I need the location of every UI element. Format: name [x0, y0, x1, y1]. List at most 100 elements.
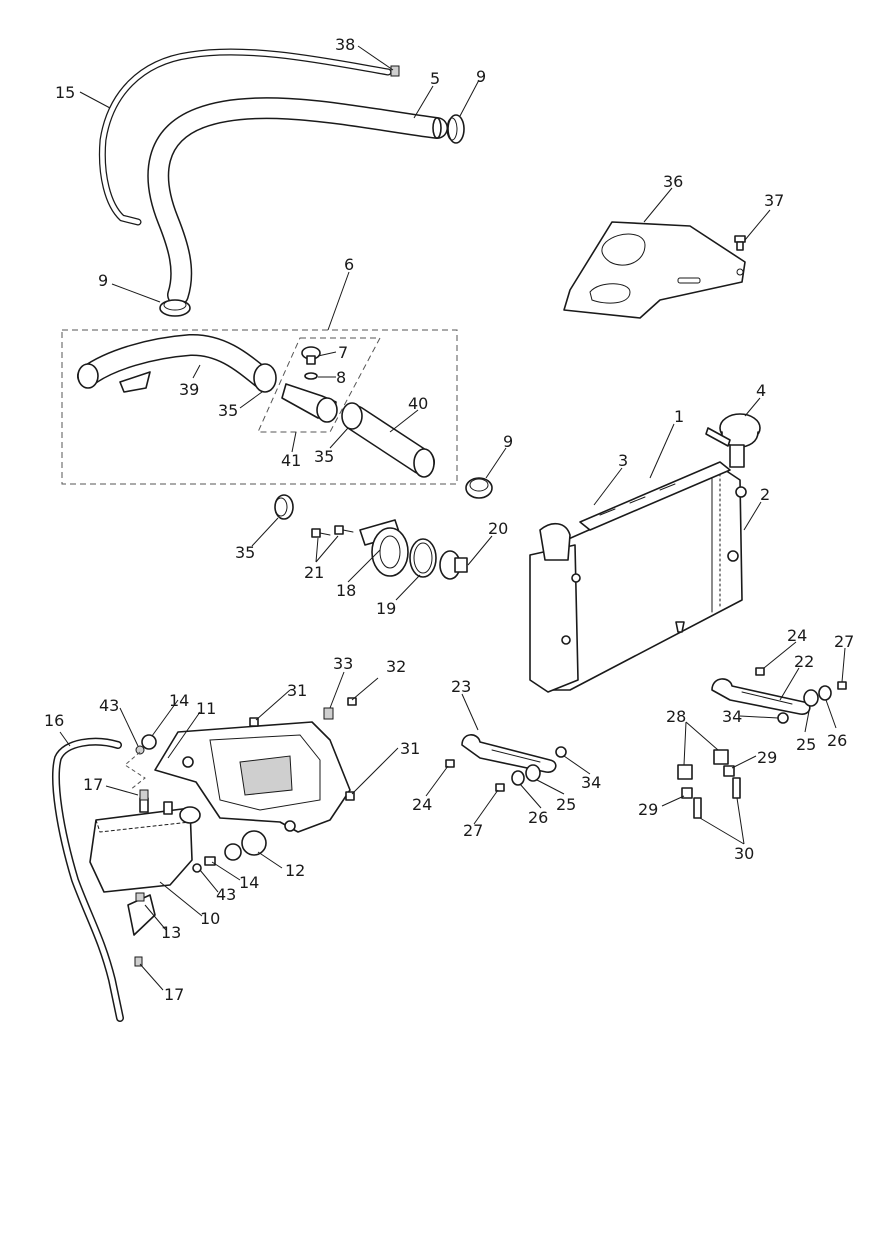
washer-43-upper	[135, 745, 145, 755]
bolt-27-right	[837, 681, 847, 690]
hose-16	[52, 737, 124, 1022]
callout-24-left: 24	[412, 795, 432, 814]
callout-19: 19	[376, 599, 396, 618]
callout-27-right: 27	[834, 632, 854, 651]
grommet-28-left	[677, 764, 693, 780]
t-piece	[281, 383, 338, 423]
callout-29-right: 29	[757, 748, 777, 767]
callout-24-right: 24	[787, 626, 807, 645]
grommet-25-left	[525, 764, 541, 782]
bolt-24-right	[755, 667, 765, 676]
callout-3: 3	[618, 451, 628, 470]
callout-34-right: 34	[722, 707, 742, 726]
radiator-bracket-3	[579, 461, 731, 531]
callout-43-upper: 43	[99, 696, 119, 715]
callout-22: 22	[794, 652, 814, 671]
hose-39	[77, 333, 273, 393]
callout-35-lower: 35	[314, 447, 334, 466]
callout-18: 18	[336, 581, 356, 600]
bolt-27-left	[495, 783, 505, 792]
grommet-14-lower	[204, 856, 216, 866]
callout-7: 7	[338, 343, 348, 362]
clip-17-upper	[139, 789, 149, 801]
callout-31-upper: 31	[287, 681, 307, 700]
hose-40	[342, 405, 435, 478]
hose-clamp-9-left	[159, 299, 191, 317]
washer-43-lower	[192, 863, 202, 873]
callouts: 1 2 3 4 5 6 7 8 9 9 9 10 11 12 13 14 14 …	[44, 35, 854, 1004]
bolt-30-right	[732, 777, 741, 799]
callout-6: 6	[344, 255, 354, 274]
callout-5: 5	[430, 69, 440, 88]
callout-17-upper: 17	[83, 775, 103, 794]
callout-35-upper: 35	[218, 401, 238, 420]
callout-25-right: 25	[796, 735, 816, 754]
callout-17-lower: 17	[164, 985, 184, 1004]
expansion-tank-10	[89, 797, 201, 893]
callout-14-upper: 14	[169, 691, 189, 710]
o-ring-8	[304, 372, 318, 380]
callout-41: 41	[281, 451, 301, 470]
callout-34-left: 34	[581, 773, 601, 792]
callout-16: 16	[44, 711, 64, 730]
grommet-14-upper	[141, 734, 157, 750]
callout-23: 23	[451, 677, 471, 696]
thermostat-20	[439, 550, 468, 580]
cap-7	[301, 346, 321, 365]
bolt-30-left	[693, 797, 702, 819]
bolts-21	[311, 525, 354, 538]
grommet-28-right	[713, 749, 729, 765]
bracket-23	[461, 734, 557, 773]
callout-43-lower: 43	[216, 885, 236, 904]
spacer-29-right	[723, 765, 735, 777]
callout-38: 38	[335, 35, 355, 54]
callout-13: 13	[161, 923, 181, 942]
callout-37: 37	[764, 191, 784, 210]
hose-15	[98, 48, 392, 226]
hose-clamp-35-loose	[274, 494, 294, 520]
grommet-25-right	[803, 689, 819, 707]
radiator-2	[529, 469, 747, 693]
callout-9-right: 9	[503, 432, 513, 451]
screw-37	[734, 235, 746, 251]
o-ring-12	[224, 843, 242, 861]
callout-39: 39	[179, 380, 199, 399]
cover-11	[154, 721, 351, 833]
callout-20: 20	[488, 519, 508, 538]
bracket-22	[711, 678, 811, 715]
callout-12: 12	[285, 861, 305, 880]
thermostat-housing-18	[359, 519, 409, 577]
hose-clamp-35-upper	[253, 363, 277, 393]
callout-9-left: 9	[98, 271, 108, 290]
callout-4: 4	[756, 381, 766, 400]
callout-10: 10	[200, 909, 220, 928]
callout-32: 32	[386, 657, 406, 676]
callout-9-top: 9	[476, 67, 486, 86]
leader-lines	[59, 45, 846, 991]
callout-36: 36	[663, 172, 683, 191]
washer-26-right	[818, 685, 832, 701]
bolt-31-lower	[345, 791, 355, 801]
callout-15: 15	[55, 83, 75, 102]
callout-8: 8	[336, 368, 346, 387]
callout-25-left: 25	[556, 795, 576, 814]
callout-30: 30	[734, 844, 754, 863]
callout-21: 21	[304, 563, 324, 582]
hose-clamp-9-right	[465, 477, 493, 499]
callout-31-lower: 31	[400, 739, 420, 758]
cap-12	[241, 830, 267, 856]
callout-40: 40	[408, 394, 428, 413]
callout-27-left: 27	[463, 821, 483, 840]
callout-2: 2	[760, 485, 770, 504]
callout-35-loose: 35	[235, 543, 255, 562]
callout-29-left: 29	[638, 800, 658, 819]
clip-17-lower	[134, 956, 143, 967]
nut-33	[323, 707, 334, 720]
callout-14-lower: 14	[239, 873, 259, 892]
clip-38	[390, 65, 400, 77]
bolt-24-left	[445, 759, 455, 768]
hose-5	[147, 97, 448, 306]
callout-11: 11	[196, 699, 216, 718]
kit-box-41	[257, 337, 381, 433]
